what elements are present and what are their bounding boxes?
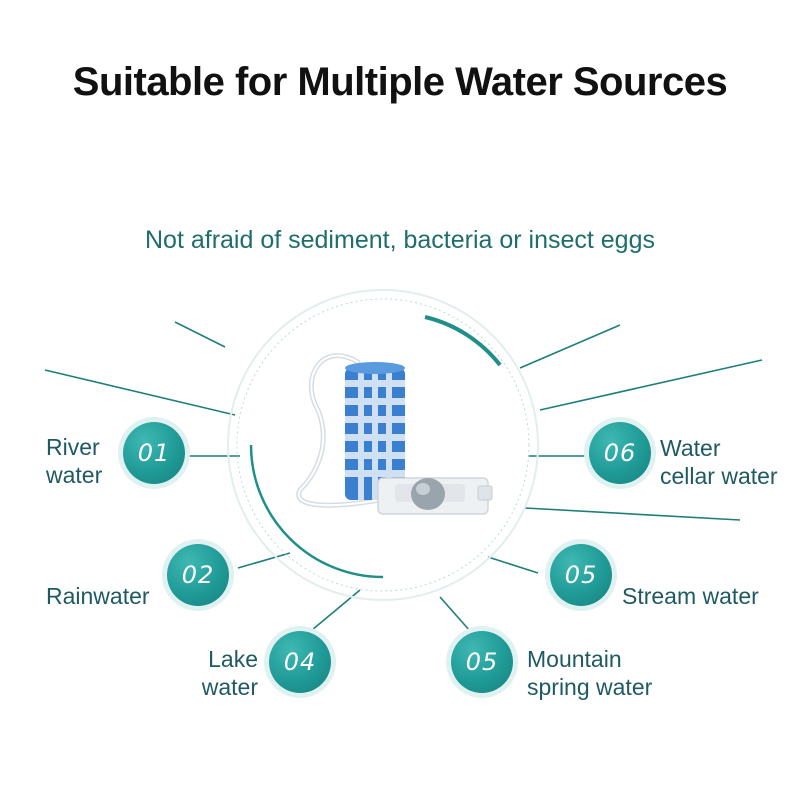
source-badge-mountain-spring: 05: [451, 631, 513, 693]
decorative-rays: [44, 321, 763, 641]
source-label-water-cellar: Water cellar water: [660, 435, 778, 489]
page-subtitle: Not afraid of sediment, bacteria or inse…: [145, 226, 655, 254]
source-label-stream: Stream water: [622, 583, 759, 609]
source-badge-water-cellar: 06: [589, 422, 651, 484]
source-label-lake: Lake water: [201, 646, 258, 700]
outer-ring: [227, 289, 539, 601]
source-badge-river: 01: [123, 422, 185, 484]
source-badge-lake: 04: [269, 631, 331, 693]
accent-arc-left: [249, 444, 384, 579]
source-badge-stream: 05: [550, 544, 612, 606]
source-label-river: River water: [46, 434, 103, 488]
source-badge-rainwater: 02: [167, 544, 229, 606]
accent-arc-top: [424, 315, 502, 367]
page-title: Suitable for Multiple Water Sources: [72, 60, 728, 104]
water-filter-illustration: [296, 353, 493, 515]
source-label-mountain-spring: Mountain spring water: [527, 646, 653, 700]
dotted-ring: [236, 298, 530, 592]
source-label-rainwater: Rainwater: [46, 583, 150, 609]
